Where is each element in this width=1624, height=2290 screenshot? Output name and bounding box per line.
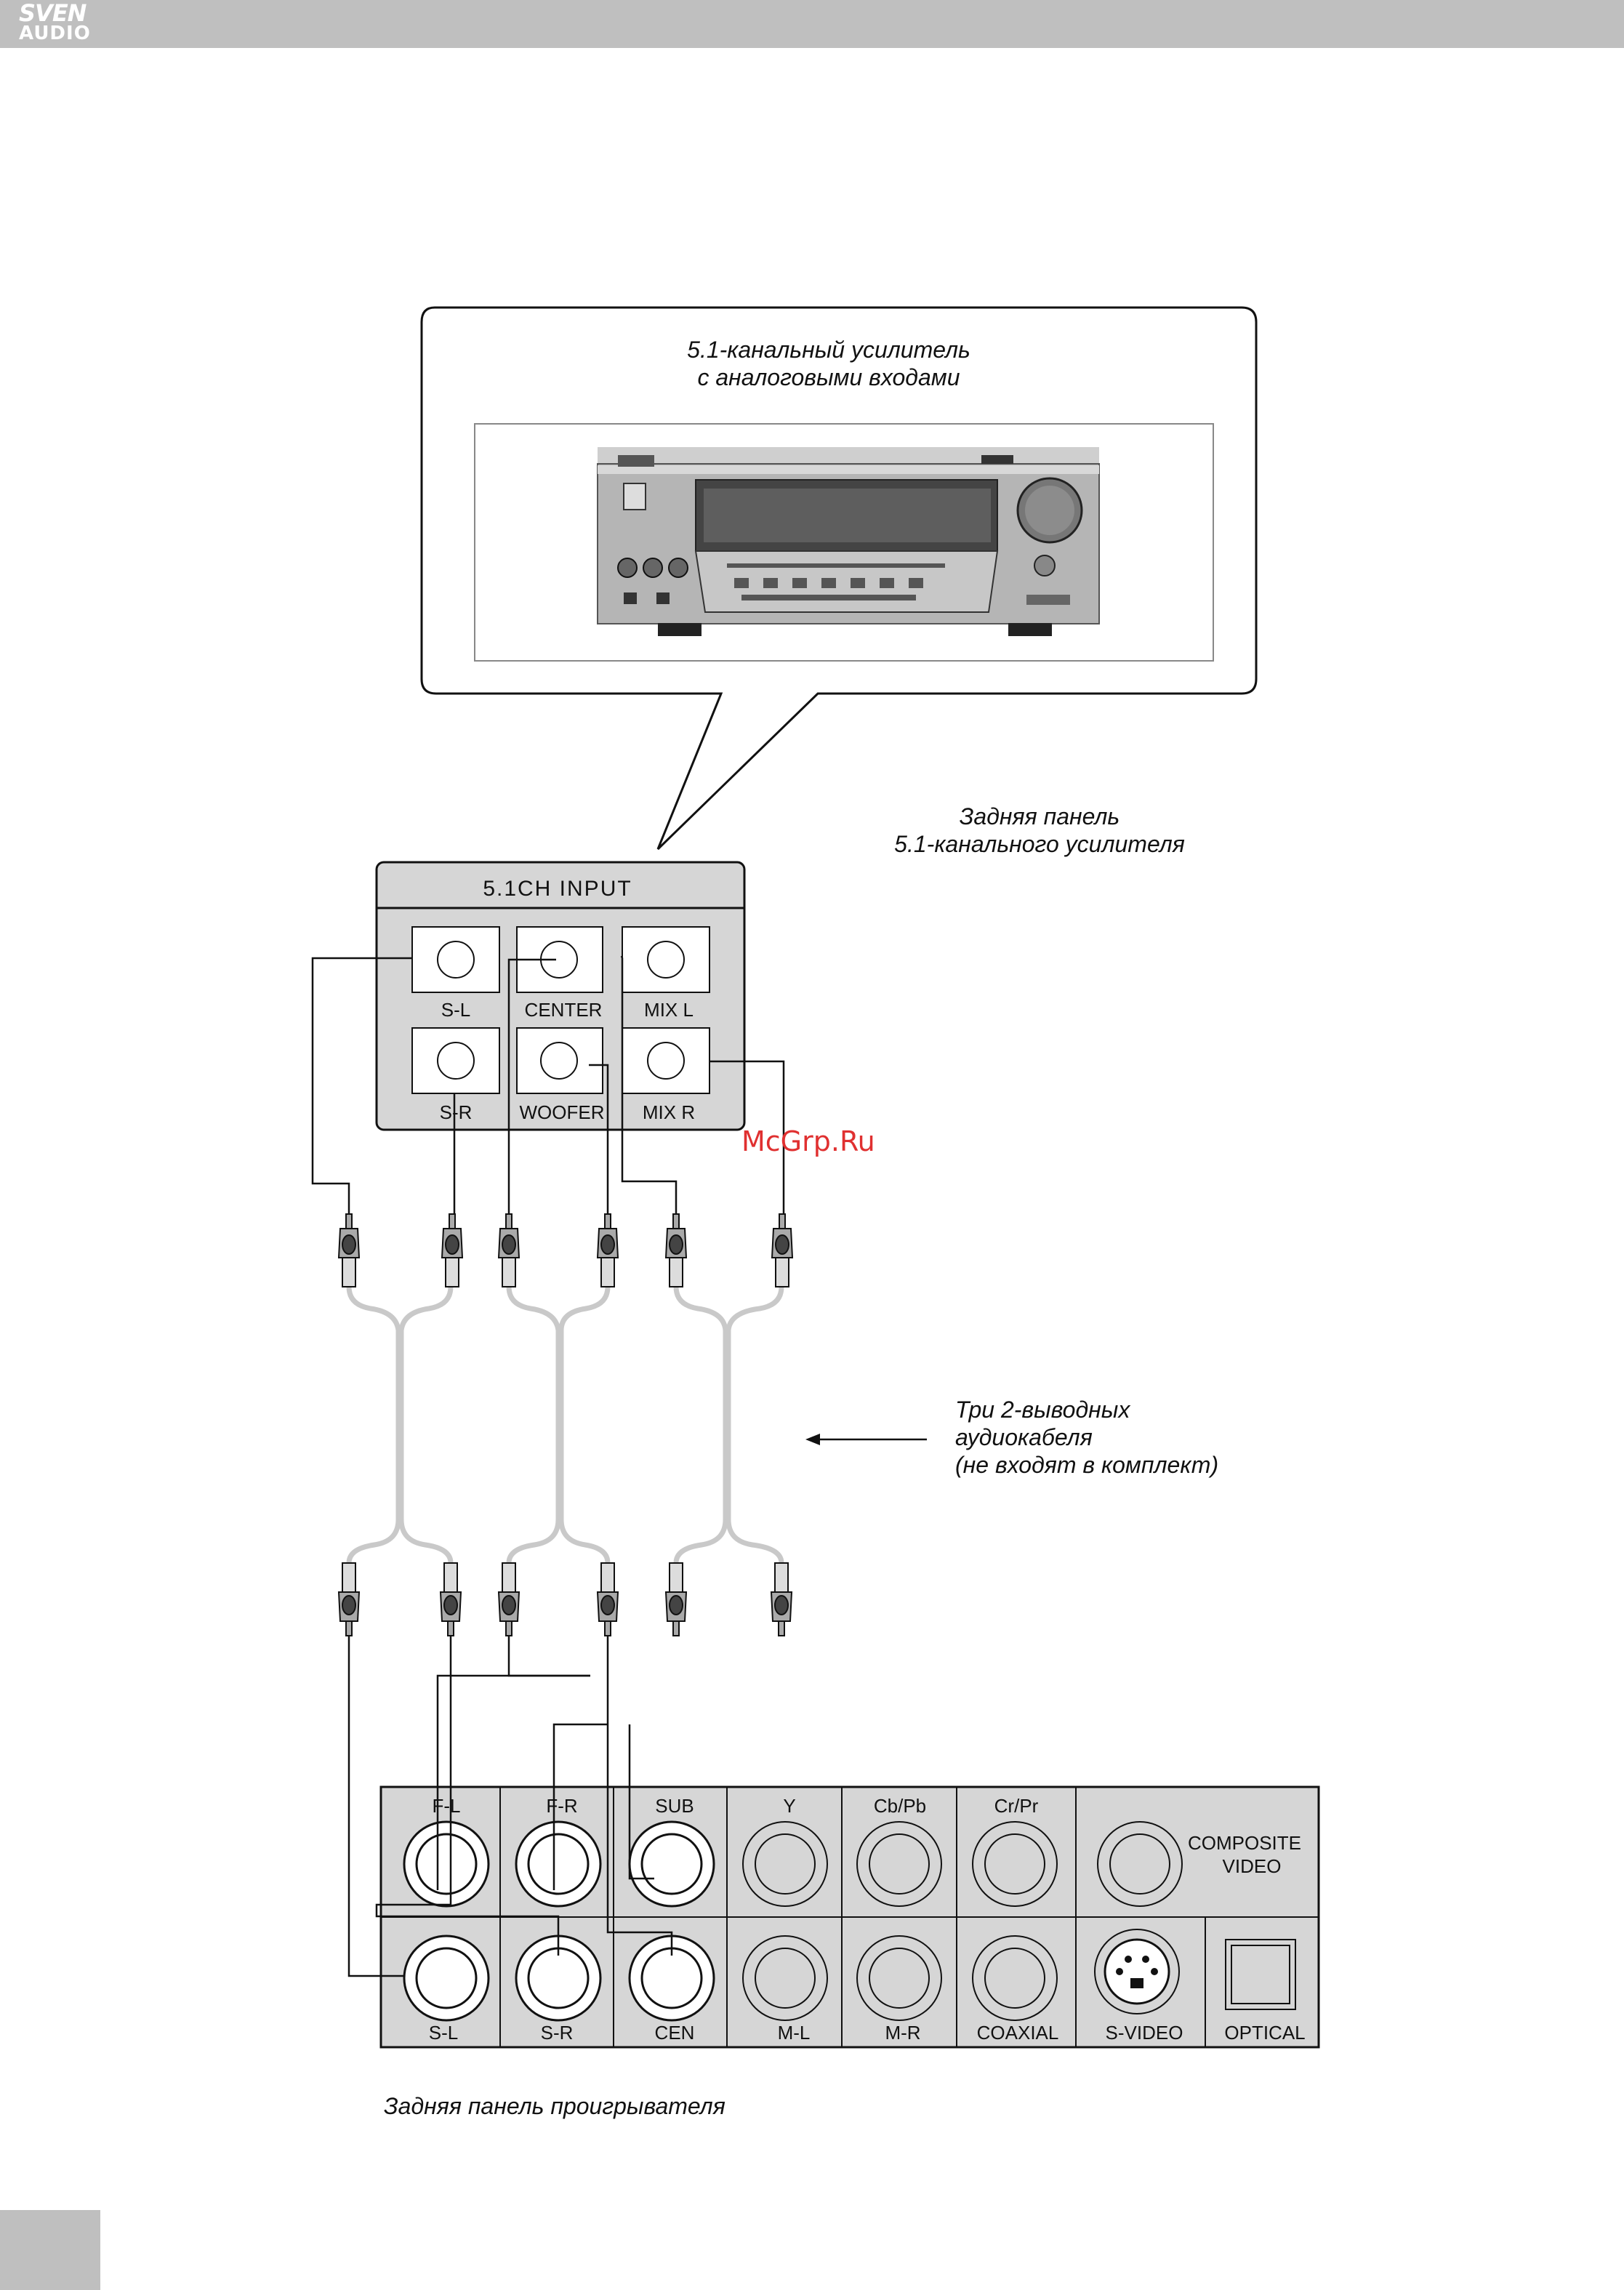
amplifier-image — [597, 447, 1100, 636]
player-label-f-l: F-L — [433, 1795, 461, 1817]
player-jack-m-l — [742, 1935, 828, 2021]
player-jack-s-video — [1094, 1929, 1180, 2014]
player-jack-sub — [628, 1820, 715, 1908]
player-label-s-l: S-L — [429, 2022, 458, 2044]
amp-jack-center — [516, 926, 603, 993]
amplifier-caption-line2: с аналоговыми входами — [697, 364, 960, 390]
cables-caption-line1: Три 2-выводных — [955, 1397, 1130, 1423]
amp-label-s-r: S-R — [440, 1101, 473, 1123]
player-label-optical: OPTICAL — [1224, 2022, 1305, 2044]
logo-line2: AUDIO — [19, 23, 91, 44]
player-jack-cen — [628, 1935, 715, 2022]
player-label-composite-line2: VIDEO — [1223, 1855, 1282, 1877]
amp-jack-s-l — [411, 926, 500, 993]
upper-rca-plugs — [337, 1213, 794, 1287]
amp-label-mix-l: MIX L — [644, 999, 694, 1021]
player-jack-f-r — [515, 1820, 602, 1908]
rear-panel-caption-line1: Задняя панель — [959, 803, 1120, 829]
lower-rca-plugs — [337, 1562, 793, 1636]
player-label-composite-line1: COMPOSITE — [1188, 1832, 1301, 1854]
player-jack-cb-pb — [856, 1821, 942, 1907]
player-jack-coaxial — [972, 1935, 1058, 2021]
player-jack-y — [742, 1821, 828, 1907]
amp-label-woofer: WOOFER — [520, 1101, 605, 1123]
player-jack-m-r — [856, 1935, 942, 2021]
logo-line1: SVEN — [19, 0, 87, 27]
header-bar: SVEN AUDIO — [0, 0, 1624, 48]
player-jack-cr-pr — [972, 1821, 1058, 1907]
rear-panel-caption: Задняя панель 5.1-канального усилителя — [836, 803, 1243, 858]
player-caption: Задняя панель проигрывателя — [384, 2093, 725, 2119]
player-label-m-l: M-L — [778, 2022, 811, 2044]
player-label-s-r: S-R — [541, 2022, 574, 2044]
amplifier-caption: 5.1-канальный усилитель с аналоговыми вх… — [640, 336, 1018, 391]
amp-jack-woofer — [516, 1027, 603, 1094]
amp-jack-mix-r — [622, 1027, 710, 1094]
amp-label-center: CENTER — [525, 999, 603, 1021]
player-jack-f-l — [403, 1820, 490, 1908]
player-wires — [347, 1636, 673, 1977]
amp-label-mix-r: MIX R — [643, 1101, 695, 1123]
audio-cables — [346, 1286, 784, 1564]
player-label-y: Y — [783, 1795, 795, 1817]
player-jack-s-l — [403, 1935, 490, 2022]
player-jack-composite-video — [1097, 1821, 1183, 1907]
cables-caption: Три 2-выводных аудиокабеля (не входят в … — [955, 1396, 1333, 1479]
player-label-sub: SUB — [655, 1795, 694, 1817]
amp-jack-s-r — [411, 1027, 500, 1094]
player-label-f-r: F-R — [546, 1795, 577, 1817]
player-label-s-video: S-VIDEO — [1106, 2022, 1183, 2044]
amp-panel-title: 5.1CH INPUT — [483, 877, 632, 901]
player-jack-s-r — [515, 1935, 602, 2022]
amp-wires — [311, 955, 785, 1214]
player-label-cr-pr: Cr/Pr — [994, 1795, 1039, 1817]
player-jack-optical — [1225, 1939, 1296, 2010]
rear-panel-caption-line2: 5.1-канального усилителя — [894, 831, 1185, 857]
cables-caption-line3: (не входят в комплект) — [955, 1452, 1219, 1478]
page-corner-block — [0, 2210, 100, 2290]
sven-audio-logo: SVEN AUDIO — [19, 0, 91, 44]
player-label-m-r: M-R — [885, 2022, 920, 2044]
amp-label-s-l: S-L — [441, 999, 470, 1021]
amplifier-caption-line1: 5.1-канальный усилитель — [687, 337, 970, 363]
player-label-cb-pb: Cb/Pb — [874, 1795, 926, 1817]
cables-arrow — [805, 1434, 927, 1445]
player-label-cen: CEN — [655, 2022, 695, 2044]
watermark: McGrp.Ru — [741, 1125, 875, 1157]
amp-jack-mix-l — [622, 926, 710, 993]
cables-caption-line2: аудиокабеля — [955, 1424, 1093, 1450]
player-label-coaxial: COAXIAL — [977, 2022, 1059, 2044]
